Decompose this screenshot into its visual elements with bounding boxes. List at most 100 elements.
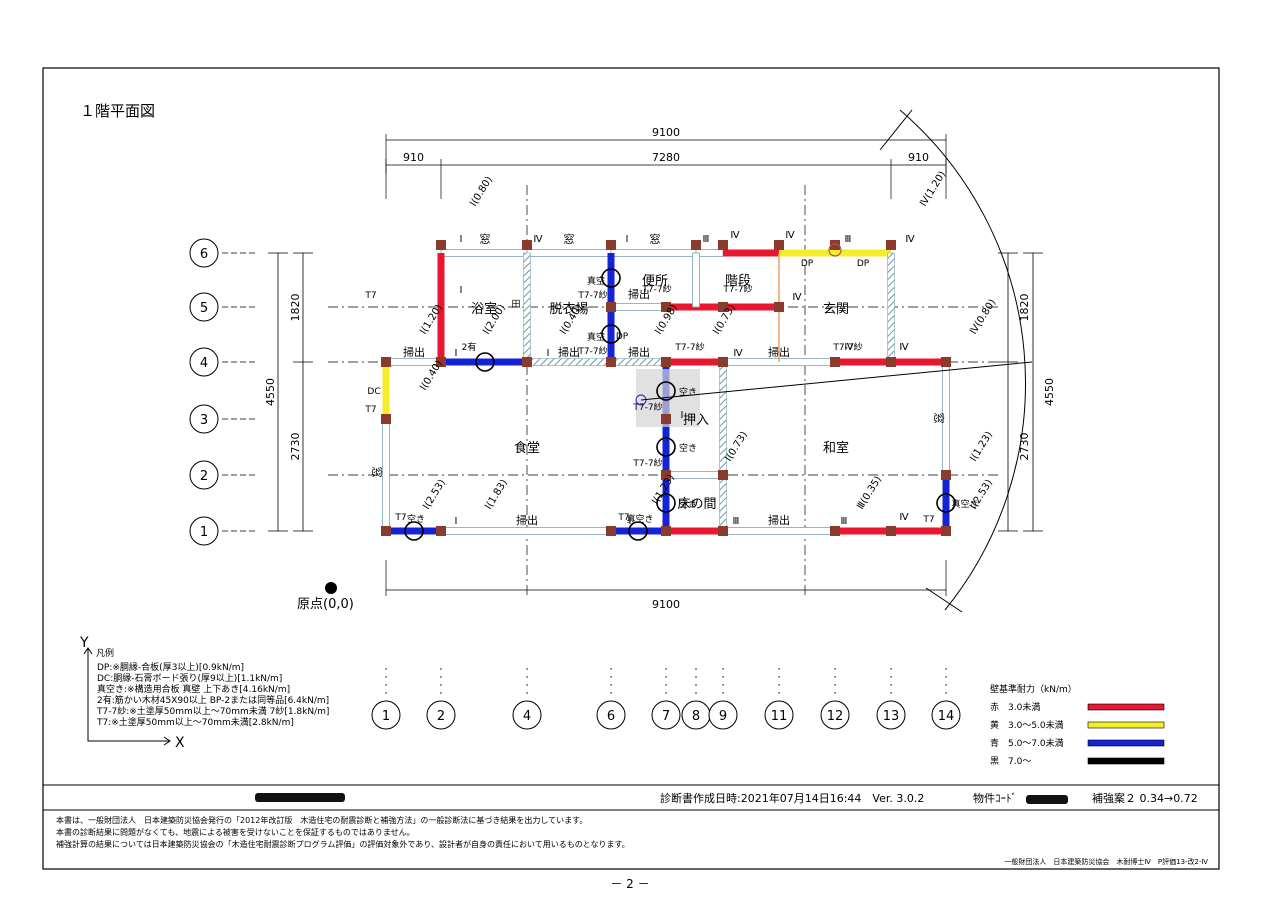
posts [381,240,951,536]
wall-grade-label: Ⅳ [730,230,740,241]
grid-col-bubble [371,700,401,730]
wall-open [610,249,697,257]
wall-grade-label: Ⅰ [626,234,629,245]
post [436,526,446,536]
room-label-toilet: 便所 [642,274,668,289]
dim-bottom-label: 9100 [652,598,680,611]
post [774,240,784,250]
wall-open [610,303,667,311]
void-label: 真空 [587,331,605,343]
window-label: 窓 [370,467,384,478]
wall-grade-label: Ⅰ [681,410,684,421]
wall-open [692,252,700,308]
wall-red [666,527,723,535]
wall-code-label: T7-7紗 [577,346,607,357]
post [381,414,391,424]
room-label-closet: 押入 [683,413,709,428]
wall-grade-label: Ⅲ [703,234,710,245]
wall-code-label: T7-7紗 [577,290,607,301]
grid-row-label: 5 [200,301,208,316]
wall-blue [611,527,666,535]
dim-left-parts-label: 2730 [289,433,302,461]
redacted-name [255,793,345,802]
wall-open [440,527,612,535]
wall-red [723,249,779,257]
window-label: 窓 [480,232,491,246]
window-label: 窓 [932,413,946,424]
grid-row-label: 6 [200,247,208,262]
hakidashi-label: 掃出 [516,513,538,527]
wall-ratio-label: Ⅰ(0.73) [723,430,750,464]
axis-y-label: Y [79,635,89,651]
post [661,470,671,480]
post [886,357,896,367]
strength-legend-label: 赤 3.0未満 [990,701,1040,713]
grid-col-bubble [820,700,850,730]
grid-row-label: 2 [200,469,208,484]
wall-red [723,303,779,311]
finish-code-label: DC [367,387,380,397]
legend-line: T7:※土塗厚50mm以上～70mm未満[2.8kN/m] [96,716,294,728]
wall-grade-label: Ⅲ [841,516,848,527]
post [606,302,616,312]
void-ring [404,521,424,541]
post [886,240,896,250]
dp-ring [828,243,842,257]
post [718,526,728,536]
wall-code-label: T7-7紗 [641,284,671,295]
grid-col-label: 11 [771,709,788,724]
wall-code-label: T7-7紗 [832,342,862,353]
finish-code-label: 2有 [462,341,477,353]
wall-ratio-label: Ⅰ(1.23) [968,430,995,464]
arc-end-tick [925,587,963,613]
void-ring [656,437,676,457]
grid-col-label: 9 [719,709,727,724]
grid-row-bubble [189,238,219,268]
grid-col-bubble [764,700,794,730]
room-label-washitsu: 和室 [823,440,849,456]
window-label: 窓 [650,232,661,246]
grid-col-label: 1 [382,709,390,724]
dim-top-total-label: 9100 [652,126,680,139]
wall-grade-label: Ⅰ [455,516,458,527]
post [941,470,951,480]
finish-code-label: DP [801,259,814,269]
grid-col-bubble [931,700,961,730]
grid-row-bubble [189,292,219,322]
wall-grade-label: Ⅳ [844,342,854,353]
void-ring [601,268,621,288]
hakidashi-label: 掃出 [558,345,580,359]
void-label: 真空き [626,513,653,525]
hakidashi-label: 掃出 [768,345,790,359]
wall-yellow [382,362,390,419]
post [381,357,391,367]
post [606,357,616,367]
grid-col-bubble [426,700,456,730]
arc-end-tick [879,109,913,151]
grid-col-label: 6 [607,709,615,724]
footer-note: 本書は、一般財団法人 日本建築防災協会発行の「2012年改訂版 木造住宅の耐震診… [56,815,587,825]
post [381,526,391,536]
wall-open [722,527,836,535]
grid-row-label: 1 [200,525,208,540]
grid-row-bubble [189,460,219,490]
wall-ratio-label: Ⅲ(0.35) [855,474,884,511]
wall-red [835,358,891,366]
wall-hatch [526,358,612,366]
post [830,240,840,250]
footer-note: 補強計算の結果については日本建築防災協会の「木造住宅耐震診断プログラム評価」の評… [56,839,630,849]
wall-code-label: T7 [394,513,406,523]
publisher: 一般財団法人 日本建築防災協会 木耐博士Ⅳ P評価13-改2-Ⅳ [1004,857,1208,866]
strength-legend-title: 壁基準耐力（kN/m） [990,683,1077,695]
void-ring [628,521,648,541]
post [830,526,840,536]
wall-grade-label: Ⅳ [899,512,909,523]
wall-hatch [887,252,895,363]
wall-code-label: T7-7紗 [674,342,704,353]
dim-left-total-label: 4550 [264,378,277,406]
void-label: 空き [407,513,425,525]
post [886,526,896,536]
grid-col-label: 13 [883,709,900,724]
